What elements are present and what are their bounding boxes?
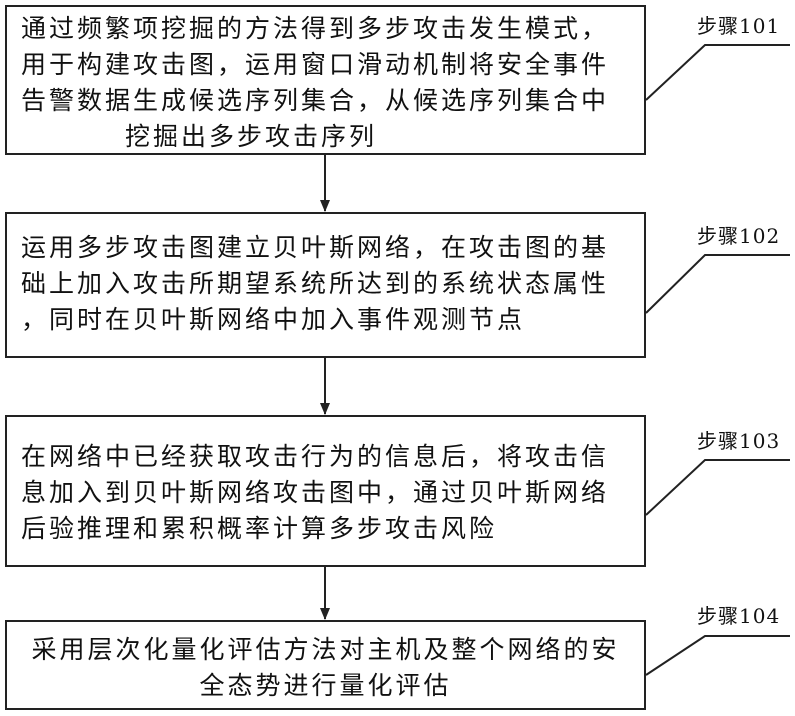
leader-line-103 <box>646 460 790 515</box>
leader-line-104 <box>646 636 790 675</box>
leader-line-101 <box>646 45 790 100</box>
leader-line-102 <box>646 255 790 313</box>
